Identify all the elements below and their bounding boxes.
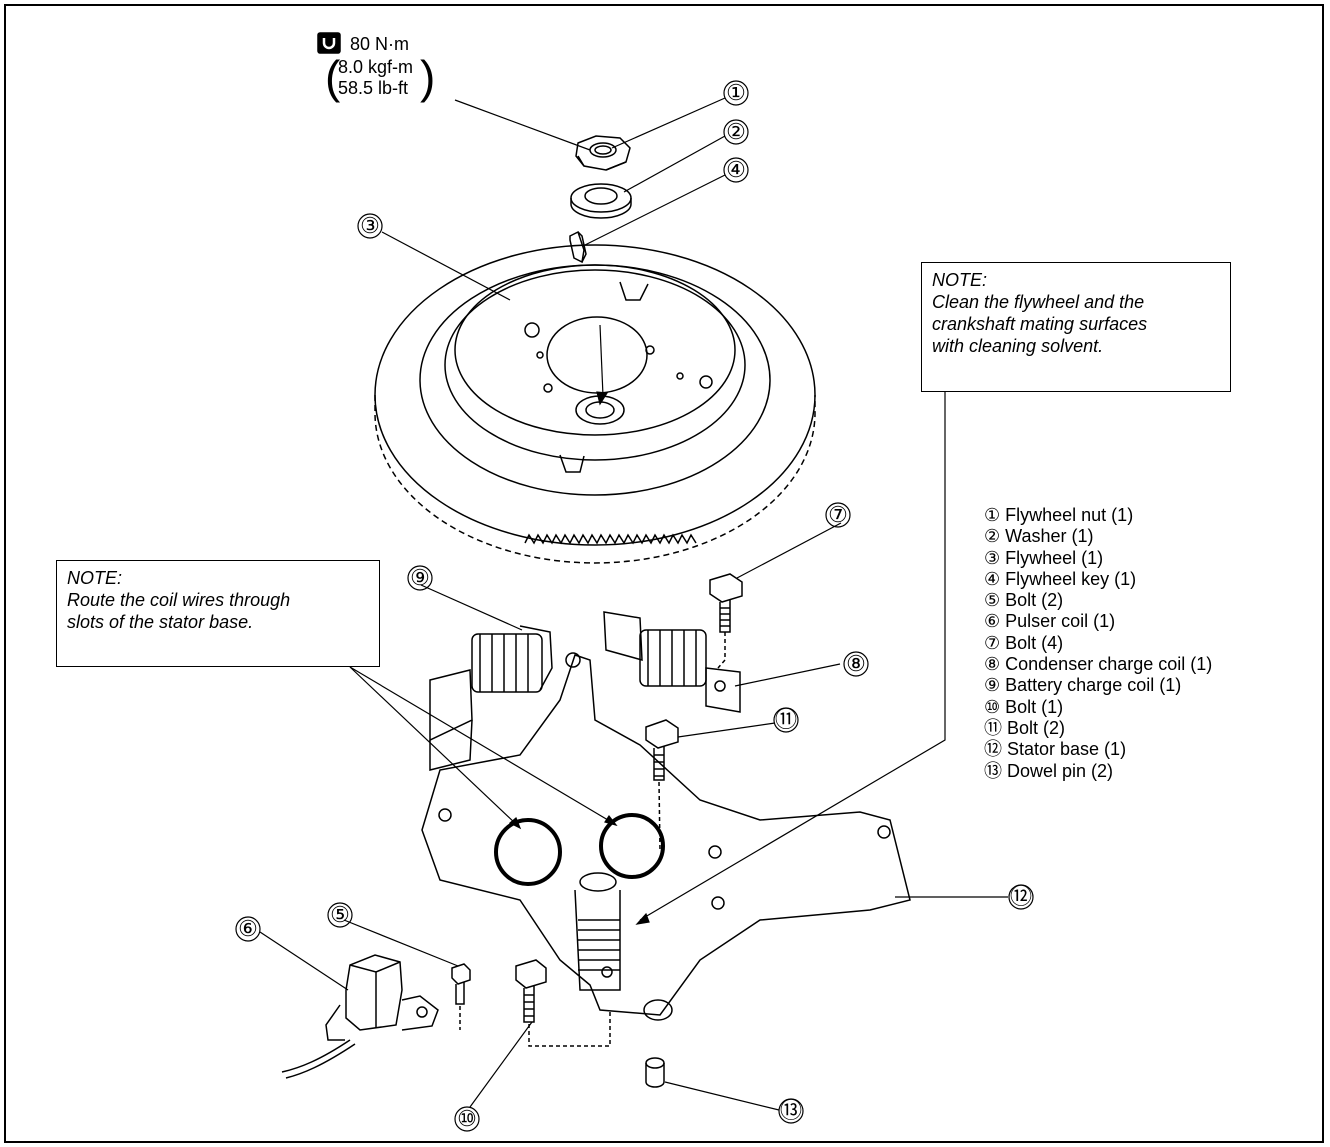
note-line: Route the coil wires through	[67, 590, 291, 610]
note-heading: NOTE:	[932, 270, 988, 290]
torque-alt-2: 58.5 lb-ft	[338, 78, 409, 98]
note-line: with cleaning solvent.	[932, 336, 1104, 356]
slot-highlight-left	[494, 818, 562, 886]
legend-item: ⑨ Battery charge coil (1)	[984, 675, 1182, 696]
legend-item: ⑪ Bolt (2)	[984, 717, 1066, 738]
note-coil: NOTE: Route the coil wires through slots…	[56, 560, 380, 667]
legend-item: ② Washer (1)	[984, 526, 1094, 547]
torque-wrench-icon	[317, 32, 341, 54]
legend-item: ① Flywheel nut (1)	[984, 505, 1134, 525]
condenser-charge-coil	[603, 611, 741, 713]
parts-legend: ① Flywheel nut (1) ② Washer (1) ③ Flywhe…	[984, 505, 1212, 782]
callout-2: ②	[726, 119, 746, 144]
callout-7: ⑦	[828, 502, 848, 527]
pulser-coil	[281, 954, 439, 1079]
note-flywheel: NOTE: Clean the flywheel and the cranksh…	[921, 262, 1231, 392]
callout-6: ⑥	[238, 916, 258, 941]
callout-13: ⑬	[779, 1098, 802, 1123]
legend-item: ⑧ Condenser charge coil (1)	[984, 654, 1213, 675]
bolt-7	[709, 573, 743, 669]
callout-1: ①	[726, 80, 746, 105]
legend-item: ⑫ Stator base (1)	[984, 739, 1127, 760]
dowel-pin	[645, 1057, 665, 1088]
callout-5: ⑤	[330, 902, 350, 927]
callout-10: ⑩	[457, 1106, 477, 1131]
washer	[570, 183, 632, 219]
note-line: slots of the stator base.	[67, 612, 254, 632]
legend-item: ⑬ Dowel pin (2)	[984, 760, 1114, 781]
legend-item: ④ Flywheel key (1)	[984, 568, 1137, 589]
note-heading: NOTE:	[67, 568, 123, 588]
callout-3: ③	[360, 213, 380, 238]
legend-item: ⑩ Bolt (1)	[984, 696, 1064, 717]
battery-charge-coil	[429, 625, 553, 771]
torque-paren-open: (	[325, 51, 341, 103]
flywheel	[374, 244, 816, 564]
flywheel-key	[569, 230, 587, 264]
note-line: Clean the flywheel and the	[932, 292, 1145, 312]
leader-lines	[259, 97, 1008, 1111]
page-frame	[4, 4, 1324, 1143]
note-line: crankshaft mating surfaces	[932, 314, 1148, 334]
flywheel-nut	[575, 135, 631, 171]
legend-item: ⑤ Bolt (2)	[984, 590, 1064, 611]
legend-item: ⑦ Bolt (4)	[984, 632, 1064, 653]
legend-item: ③ Flywheel (1)	[984, 547, 1104, 568]
legend-item: ⑥ Pulser coil (1)	[984, 611, 1116, 632]
callout-9: ⑨	[410, 565, 430, 590]
torque-alt-1: 8.0 kgf-m	[338, 57, 414, 77]
torque-paren-close: )	[420, 51, 436, 103]
callout-11: ⑪	[774, 707, 797, 732]
callout-4: ④	[726, 157, 746, 182]
slot-highlight-right	[599, 813, 665, 879]
torque-primary: 80 N·m	[350, 34, 410, 54]
callout-8: ⑧	[846, 651, 866, 676]
callout-circles	[235, 80, 1034, 1132]
bolt-10	[515, 959, 611, 1047]
callout-12: ⑫	[1009, 884, 1032, 909]
bolt-5	[451, 963, 471, 1030]
stator-base	[421, 652, 911, 1021]
bolt-11	[645, 719, 679, 851]
